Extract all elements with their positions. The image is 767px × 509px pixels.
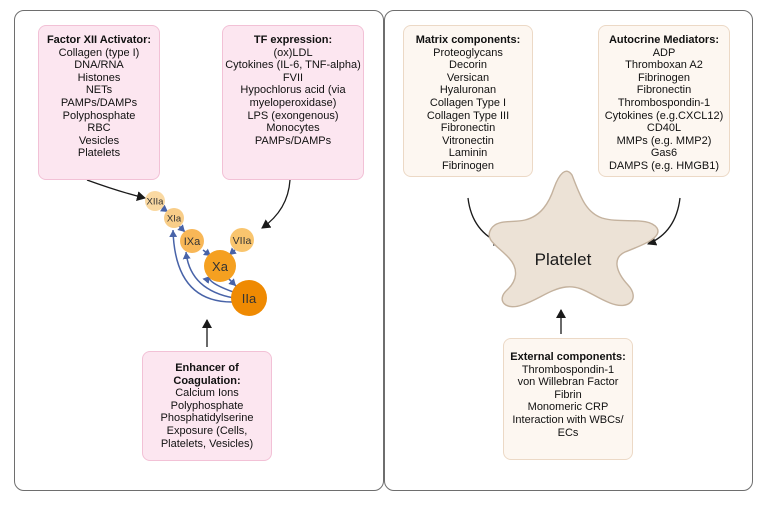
- factor-ixa-circle: [180, 229, 204, 253]
- external-components-title: External components:: [510, 351, 626, 363]
- tf-expression-arrow: [261, 179, 291, 229]
- list-item: PAMPs/DAMPs: [254, 134, 332, 147]
- factor-viia-circle: [230, 228, 254, 252]
- autocrine-mediators-title: Autocrine Mediators:: [608, 34, 719, 46]
- tf-expression-title: TF expression:: [253, 34, 333, 46]
- factor-xiia-label: XIIa: [147, 197, 165, 208]
- enhancer-title-line1: Enhancer of: [175, 362, 239, 374]
- cascade-arrow-xia-ixa: [177, 224, 186, 233]
- list-item: ECs: [557, 426, 579, 439]
- tf-expression-box: TF expression: (ox)LDL Cytokines (IL-6, …: [222, 25, 364, 180]
- list-item: Cytokines (e.g.CXCL12): [604, 109, 724, 122]
- list-item: Decorin: [449, 59, 487, 72]
- xii-activator-arrow: [86, 179, 146, 201]
- factor-iia-circle: [231, 280, 267, 316]
- list-item: Proteoglycans: [433, 46, 503, 59]
- autocrine-arrow: [647, 197, 681, 246]
- platelet-label: Platelet: [535, 250, 592, 269]
- feedback-arrow-iia-ixa: [182, 251, 235, 299]
- list-item: PAMPs/DAMPs: [60, 96, 138, 109]
- enhancer-title-line2: Coagulation:: [173, 374, 241, 387]
- list-item: MMPs (e.g. MMP2): [616, 134, 712, 147]
- factor-xia-circle: [164, 208, 184, 228]
- list-item: Calcium Ions: [175, 387, 239, 400]
- list-item: Monocytes: [266, 122, 320, 135]
- enhancer-of-coagulation-box: Enhancer of Coagulation: Calcium Ions Po…: [142, 351, 272, 461]
- factor-xia-label: XIa: [167, 214, 182, 225]
- list-item: Hypochlorus acid (via: [240, 84, 346, 97]
- list-item: Collagen Type III: [426, 109, 510, 122]
- list-item: ADP: [652, 46, 676, 59]
- list-item: Vesicles: [78, 134, 120, 147]
- factor-xii-activator-box: Factor XII Activator: Collagen (type I) …: [38, 25, 160, 180]
- matrix-components-title: Matrix components:: [415, 34, 521, 46]
- factor-viia-label: VIIa: [233, 235, 252, 247]
- list-item: Polyphosphate: [62, 109, 136, 122]
- list-item: Polyphosphate: [170, 399, 244, 412]
- list-item: von Willebran Factor: [517, 376, 619, 389]
- factor-xa-circle: [204, 250, 236, 282]
- list-item: Thromboxan A2: [625, 59, 703, 72]
- list-item: Fibrin: [554, 388, 582, 401]
- list-item: myeloperoxidase): [249, 96, 337, 109]
- cascade-arrow-xa-iia: [227, 277, 237, 287]
- feedback-arrow-iia-xia: [169, 229, 233, 303]
- list-item: DAMPS (e.g. HMGB1): [608, 159, 720, 172]
- list-item: Thrombospondin-1: [521, 363, 615, 376]
- list-item: Vitronectin: [442, 134, 494, 147]
- list-item: Phosphatidylserine: [160, 412, 254, 425]
- list-item: Gas6: [650, 147, 678, 160]
- list-item: Thrombospondin-1: [617, 96, 711, 109]
- list-item: (ox)LDL: [273, 46, 313, 59]
- list-item: FVII: [282, 71, 304, 84]
- list-item: Fibrinogen: [638, 71, 690, 84]
- list-item: Interaction with WBCs/: [512, 413, 624, 426]
- list-item: Fibronectin: [636, 84, 692, 97]
- factor-ixa-label: IXa: [184, 236, 201, 248]
- list-item: Collagen (type I): [58, 46, 140, 59]
- list-item: Versican: [446, 71, 490, 84]
- list-item: Histones: [77, 71, 121, 84]
- list-item: Collagen Type I: [429, 96, 507, 109]
- factor-iia-label: IIa: [242, 291, 257, 306]
- list-item: Laminin: [448, 147, 488, 160]
- list-item: Exposure (Cells,: [166, 424, 248, 437]
- matrix-components-box: Matrix components: Proteoglycans Decorin…: [403, 25, 533, 177]
- factor-xii-title: Factor XII Activator:: [46, 34, 152, 46]
- autocrine-mediators-box: Autocrine Mediators: ADP Thromboxan A2 F…: [598, 25, 730, 177]
- list-item: Fibrinogen: [442, 159, 494, 172]
- list-item: Monomeric CRP: [527, 401, 609, 414]
- factor-xa-label: Xa: [212, 259, 229, 274]
- list-item: RBC: [87, 122, 111, 135]
- external-components-box: External components: Thrombospondin-1 vo…: [503, 338, 633, 460]
- list-item: Fibronectin: [440, 122, 496, 135]
- list-item: Platelets: [77, 147, 121, 160]
- list-item: Platelets, Vesicles): [160, 437, 254, 450]
- list-item: CD40L: [646, 122, 682, 135]
- platelet-shape: [488, 170, 659, 308]
- list-item: NETs: [85, 84, 113, 97]
- list-item: DNA/RNA: [74, 59, 124, 72]
- list-item: Cytokines (IL-6, TNF-alpha): [225, 59, 361, 72]
- list-item: Hyaluronan: [439, 84, 497, 97]
- factor-xiia-circle: [145, 191, 165, 211]
- list-item: LPS (exongenous): [247, 109, 339, 122]
